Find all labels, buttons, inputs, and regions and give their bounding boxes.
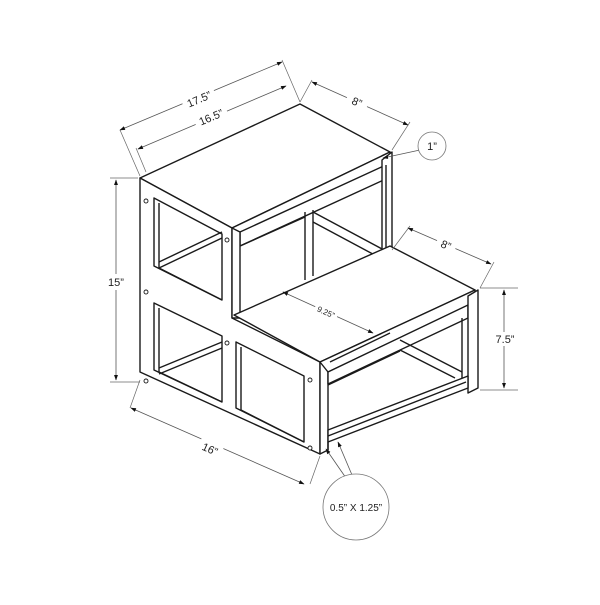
- screw-hole-icon: [143, 289, 149, 295]
- screw-hole-icon: [224, 340, 230, 346]
- dim-top-width: 16.5”: [198, 107, 226, 128]
- dim-lower-step-height: 7.5”: [496, 334, 515, 346]
- callout-circle: [322, 473, 390, 541]
- lower-back-post: [467, 289, 479, 394]
- screw-hole-icon: [143, 378, 149, 384]
- screw-hole-icon: [307, 445, 313, 451]
- callout-leg-profile: 0.5” X 1.25”: [322, 473, 390, 541]
- callout-thickness: 1”: [417, 131, 447, 161]
- callout-leg-profile-label: 0.5” X 1.25”: [330, 503, 382, 514]
- dim-overall-height: 15”: [108, 277, 124, 289]
- screw-hole-icon: [143, 198, 149, 204]
- screw-hole-icon: [307, 377, 313, 383]
- left-frame-front-edge: [231, 227, 241, 319]
- screw-hole-icon: [224, 237, 230, 243]
- callout-circle: [417, 131, 447, 161]
- callout-thickness-label: 1”: [427, 141, 437, 153]
- screw-holes: [143, 198, 313, 451]
- dim-overall-width: 17.5”: [186, 89, 214, 110]
